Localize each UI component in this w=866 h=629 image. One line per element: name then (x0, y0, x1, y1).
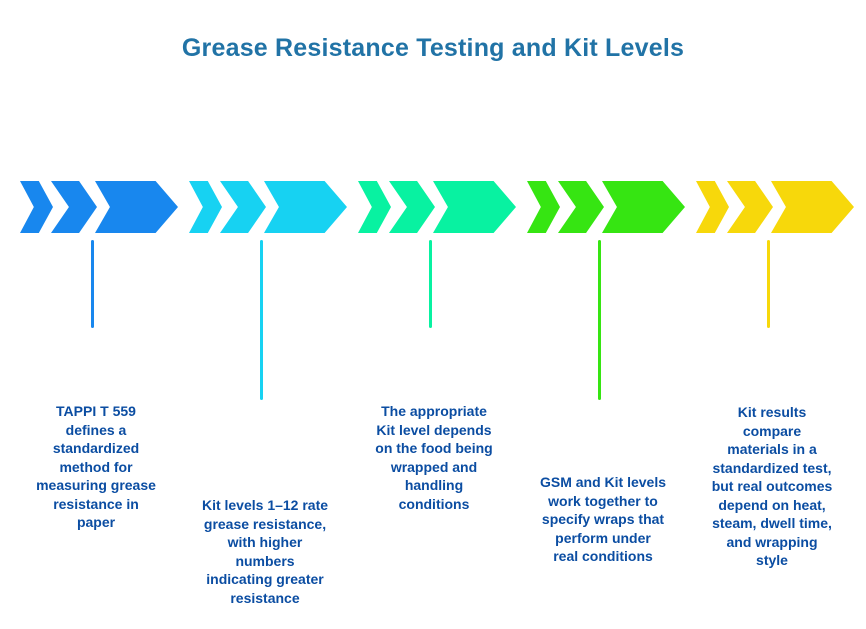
arrow-big-icon (433, 181, 516, 233)
connector-line (260, 240, 263, 400)
chevron-small-icon (527, 181, 560, 233)
arrow-big-icon (771, 181, 854, 233)
chevron-medium-icon (220, 181, 266, 233)
chevron-small-icon (189, 181, 222, 233)
triple-chevron-arrow (358, 181, 516, 233)
step-caption: Kit levels 1–12 rate grease resistance, … (201, 497, 329, 606)
chevron-medium-icon (727, 181, 773, 233)
step-group-1: TAPPI T 559 defines a standardized metho… (20, 181, 178, 629)
step-caption: The appropriate Kit level depends on the… (375, 403, 493, 512)
chevron-small-icon (20, 181, 53, 233)
chevron-medium-icon (389, 181, 435, 233)
chevron-medium-icon (51, 181, 97, 233)
step-group-4: GSM and Kit levels work together to spec… (527, 181, 685, 629)
arrow-big-icon (264, 181, 347, 233)
triple-chevron-arrow (696, 181, 854, 233)
arrow-big-icon (602, 181, 685, 233)
step-caption: Kit results compare materials in a stand… (711, 404, 833, 568)
triple-chevron-arrow (527, 181, 685, 233)
triple-chevron-arrow (20, 181, 178, 233)
connector-line (429, 240, 432, 328)
step-group-5: Kit results compare materials in a stand… (696, 181, 854, 629)
step-caption: TAPPI T 559 defines a standardized metho… (36, 403, 156, 530)
chevron-small-icon (696, 181, 729, 233)
chevron-small-icon (358, 181, 391, 233)
chevron-medium-icon (558, 181, 604, 233)
step-caption: GSM and Kit levels work together to spec… (539, 474, 667, 564)
connector-line (598, 240, 601, 400)
step-group-3: The appropriate Kit level depends on the… (358, 181, 516, 629)
connector-line (91, 240, 94, 328)
connector-line (767, 240, 770, 328)
step-group-2: Kit levels 1–12 rate grease resistance, … (189, 181, 347, 629)
arrow-big-icon (95, 181, 178, 233)
triple-chevron-arrow (189, 181, 347, 233)
page-title: Grease Resistance Testing and Kit Levels (181, 34, 685, 62)
